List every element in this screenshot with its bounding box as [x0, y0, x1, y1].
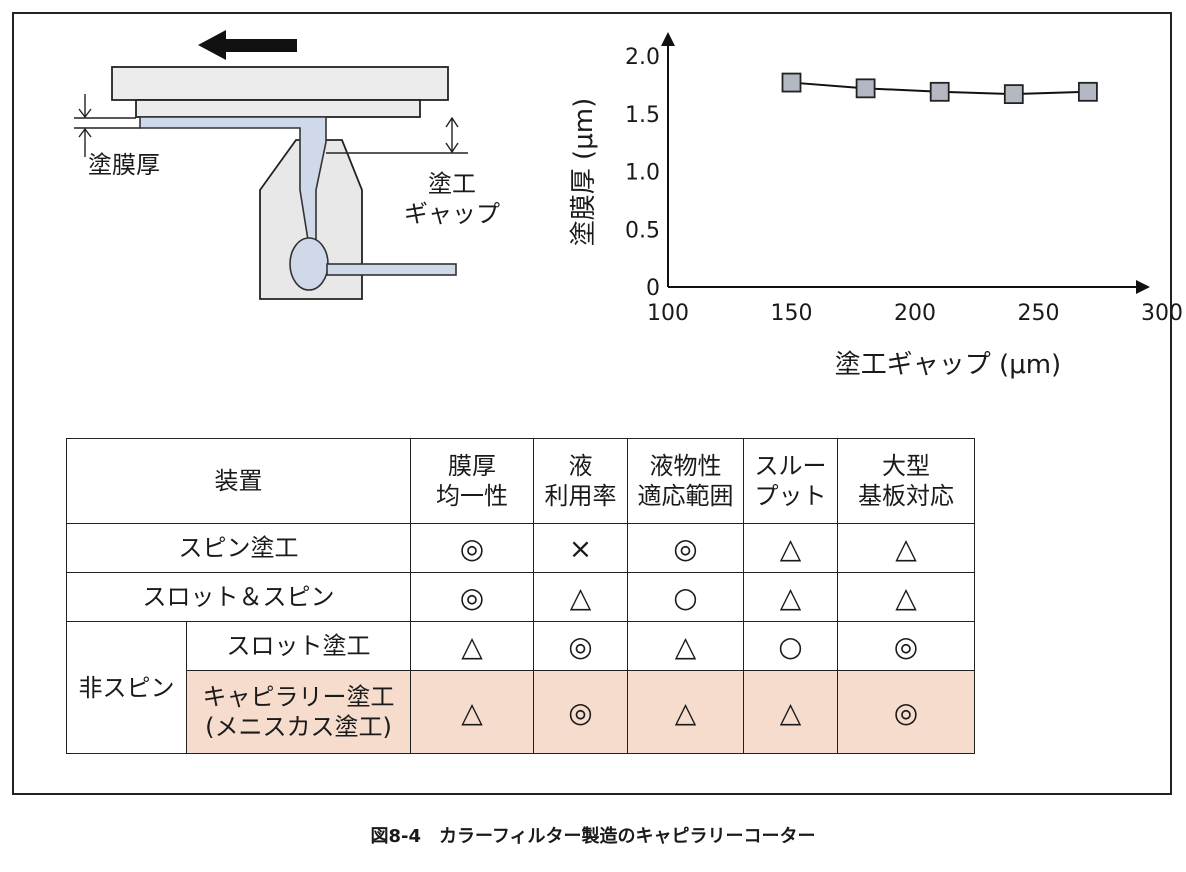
coating-liquid — [139, 116, 457, 291]
header-large-substrate: 大型基板対応 — [837, 438, 975, 524]
header-throughput: スループット — [743, 438, 838, 524]
rating-cell: △ — [837, 523, 975, 573]
chart-y-axis-arrow — [661, 32, 675, 46]
row-name: スピン塗工 — [66, 523, 411, 573]
rating-cell: △ — [743, 670, 838, 754]
table-row: 非スピン スロット塗工 △ ◎ △ ○ ◎ — [66, 621, 975, 754]
rating-cell: △ — [743, 572, 838, 622]
chart-axes — [661, 32, 1150, 294]
table-row: スピン塗工 ◎ × ◎ △ △ — [66, 523, 975, 573]
coating-gap-label-line1: 塗工 — [428, 170, 476, 198]
chart-y-tick-label: 2.0 — [625, 45, 660, 70]
figure-caption: 図8-4 カラーフィルター製造のキャピラリーコーター — [370, 826, 816, 847]
row-group-non-spin: 非スピン — [66, 621, 187, 754]
substrate — [111, 66, 449, 101]
chart-y-axis-label: 塗膜厚 (μm) — [569, 98, 599, 246]
rating-cell: ◎ — [627, 523, 744, 573]
chart-y-tick-label: 1.0 — [625, 161, 660, 186]
rating-cell: ◎ — [837, 670, 975, 754]
rating-cell: △ — [627, 670, 744, 754]
rating-cell: ○ — [743, 621, 838, 671]
chart-data-point — [929, 81, 950, 102]
rating-cell: △ — [837, 572, 975, 622]
film-thickness-indicator — [74, 94, 140, 157]
rating-cell: ○ — [627, 572, 744, 622]
rating-cell: ◎ — [410, 523, 534, 573]
chart-x-tick-label: 300 — [1141, 301, 1183, 326]
film-thickness-chart: 0 0.5 1.0 1.5 2.0 100 150 200 250 300 塗工ギャップ (μm)… — [569, 32, 1183, 380]
motion-direction-arrow — [198, 30, 297, 60]
rating-cell: △ — [743, 523, 838, 573]
chart-x-tick-label: 150 — [771, 301, 813, 326]
chart-x-axis-arrow — [1136, 280, 1150, 294]
rating-cell: × — [533, 523, 628, 573]
rating-cell: ◎ — [533, 621, 628, 671]
rating-cell: ◎ — [533, 670, 628, 754]
header-liquid-utilization: 液利用率 — [533, 438, 628, 524]
table-row-highlighted: キャピラリー塗工(メニスカス塗工) △ ◎ △ △ ◎ — [67, 670, 975, 754]
coating-gap-label-line2: ギャップ — [404, 200, 500, 228]
coating-method-comparison-table: 装置 膜厚均一性 液利用率 液物性適応範囲 スループット 大型基板対応 スピン塗… — [66, 438, 975, 754]
chart-y-tick-label: 1.5 — [625, 103, 660, 128]
chart-x-tick-label: 250 — [1018, 301, 1060, 326]
chart-y-tick-label: 0 — [646, 276, 660, 301]
chart-data-point — [1003, 84, 1024, 105]
chart-tick-labels: 0 0.5 1.0 1.5 2.0 100 150 200 250 300 — [625, 45, 1183, 326]
rating-cell: △ — [627, 621, 744, 671]
rating-cell: ◎ — [837, 621, 975, 671]
capillary-coater-schematic: 塗膜厚 塗工 ギャップ — [74, 30, 500, 300]
header-film-uniformity: 膜厚均一性 — [410, 438, 534, 524]
figure-frame — [12, 12, 1172, 795]
rating-cell: ◎ — [410, 572, 534, 622]
row-name: スロット＆スピン — [66, 572, 411, 622]
chart-x-tick-label: 100 — [647, 301, 689, 326]
chart-x-tick-label: 200 — [894, 301, 936, 326]
film-thickness-label: 塗膜厚 — [88, 151, 160, 179]
rating-cell: △ — [410, 670, 534, 754]
chart-y-tick-label: 0.5 — [625, 218, 660, 243]
chart-x-axis-label: 塗工ギャップ (μm) — [835, 350, 1061, 380]
chart-data-point — [781, 72, 802, 93]
header-device: 装置 — [66, 438, 411, 524]
chart-data-point — [1078, 81, 1098, 102]
header-liquid-property-range: 液物性適応範囲 — [627, 438, 744, 524]
rating-cell: △ — [410, 621, 534, 671]
rating-cell: △ — [533, 572, 628, 622]
row-name: スロット塗工 — [186, 621, 411, 671]
coating-gap-indicator — [326, 116, 468, 154]
table-row: スロット＆スピン ◎ △ ○ △ △ — [66, 572, 975, 622]
chart-series — [781, 72, 1098, 105]
chart-data-point — [855, 78, 876, 99]
row-name: キャピラリー塗工(メニスカス塗工) — [186, 670, 411, 754]
table-header-row: 装置 膜厚均一性 液利用率 液物性適応範囲 スループット 大型基板対応 — [66, 438, 975, 524]
